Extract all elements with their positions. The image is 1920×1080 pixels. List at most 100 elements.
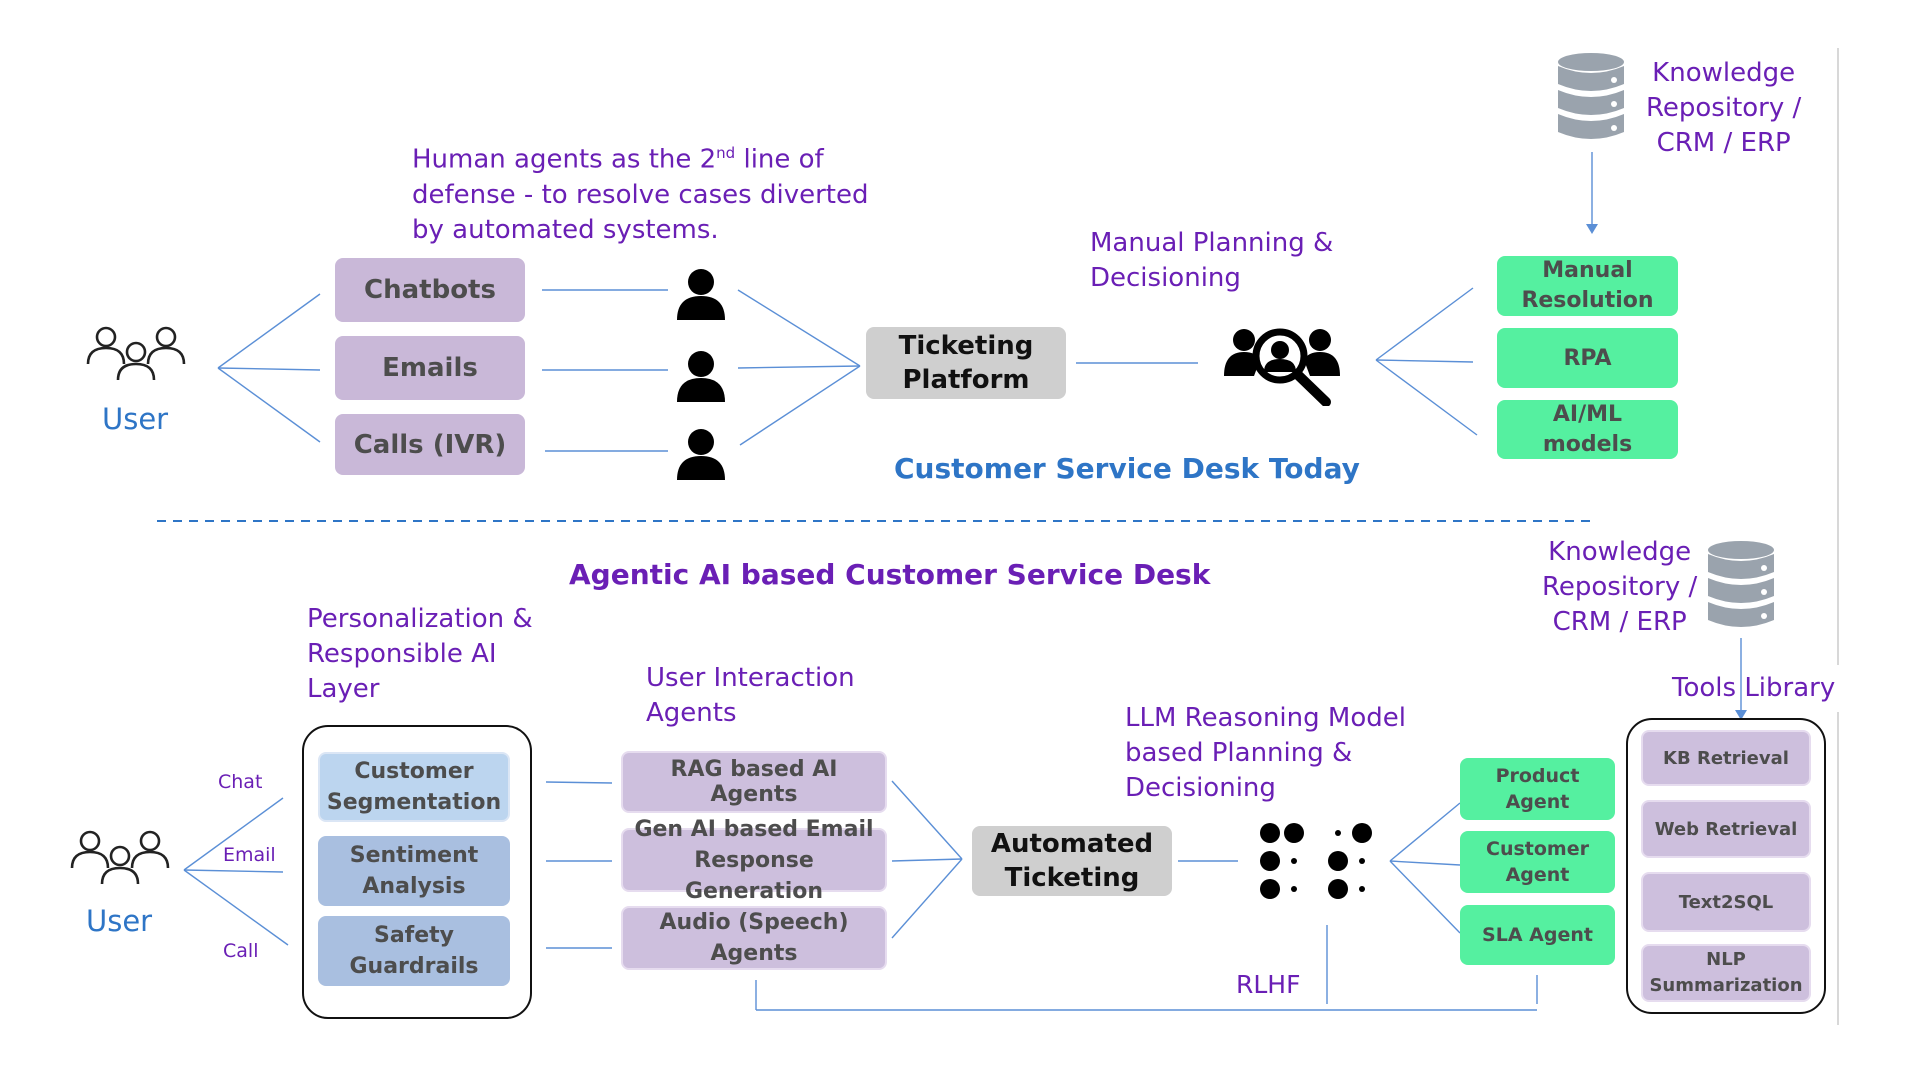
layer-item-label: Sentiment xyxy=(349,843,479,868)
layer-item-label: Guardrails xyxy=(349,954,479,979)
tool-label: NLP xyxy=(1706,949,1746,970)
channel-label: Chatbots xyxy=(364,275,496,305)
note-text: based Planning & xyxy=(1125,738,1353,768)
layer-item-label: Analysis xyxy=(362,874,466,899)
knowledge-text: Knowledge xyxy=(1548,537,1692,567)
agent-label: Agent xyxy=(1505,791,1570,813)
ticketing-label: Automated xyxy=(990,829,1154,859)
knowledge-text: CRM / ERP xyxy=(1656,128,1791,158)
people-search-icon xyxy=(1224,328,1340,406)
ticketing-label: Platform xyxy=(902,365,1030,395)
kb-retrieval-box: KB Retrieval xyxy=(1641,730,1811,786)
person-icon xyxy=(677,269,725,320)
note-text: by automated systems. xyxy=(412,214,719,245)
resolution-label: Resolution xyxy=(1521,288,1654,313)
email-channel-label: Email xyxy=(223,844,276,866)
note-text: User Interaction xyxy=(646,663,855,693)
note-superscript: nd xyxy=(716,144,736,162)
agent-label: SLA Agent xyxy=(1482,924,1593,946)
knowledge-text: Knowledge xyxy=(1652,58,1796,88)
channel-label: Calls (IVR) xyxy=(353,429,507,460)
note-text: Human agents as the 2 xyxy=(412,144,717,175)
channel-chatbots: Chatbots xyxy=(335,258,525,322)
call-channel-label: Call xyxy=(223,940,259,962)
rlhf-label: RLHF xyxy=(1236,970,1301,999)
rpa-box: RPA xyxy=(1497,328,1678,388)
ticketing-label: Ticketing xyxy=(1004,863,1140,893)
user-label: User xyxy=(86,904,153,938)
knowledge-text: Repository / xyxy=(1646,93,1802,123)
speech-agents-box: Audio (Speech) Agents xyxy=(621,906,887,970)
chat-channel-label: Chat xyxy=(218,771,263,793)
sla-agent-box: SLA Agent xyxy=(1460,905,1615,965)
note-text: Decisioning xyxy=(1125,773,1276,803)
note-text: defense - to resolve cases diverted xyxy=(412,179,869,210)
agent-label: RAG based AI Agents xyxy=(670,757,838,807)
knowledge-text: CRM / ERP xyxy=(1552,607,1687,637)
text2sql-box: Text2SQL xyxy=(1641,872,1811,932)
tools-library-title: Tools Library xyxy=(1672,673,1836,703)
rag-agents-box: RAG based AI Agents xyxy=(621,751,887,813)
user-group-icon xyxy=(86,326,186,381)
tool-label: KB Retrieval xyxy=(1663,747,1789,769)
note-text: line of xyxy=(735,144,824,175)
note-text: Agents xyxy=(646,698,737,728)
responsible-ai-layer-frame xyxy=(302,725,532,1019)
layer-item-label: Customer xyxy=(354,759,474,784)
person-icon xyxy=(677,429,725,480)
agent-label: Gen AI based Email xyxy=(634,816,874,842)
layer-item-label: Segmentation xyxy=(326,790,502,815)
tool-label: Web Retrieval xyxy=(1654,818,1798,840)
tools-library-frame xyxy=(1626,718,1826,1014)
note-text: Manual Planning & xyxy=(1090,228,1334,258)
layer-item-label: Safety xyxy=(373,923,455,948)
channel-emails: Emails xyxy=(335,336,525,400)
agent-label: Product xyxy=(1495,765,1580,787)
agent-label: Response Generation xyxy=(684,847,824,904)
note-text: Layer xyxy=(307,674,380,704)
person-icon xyxy=(677,351,725,402)
human-agents-note: Human agents as the 2nd line of defense … xyxy=(412,136,872,248)
agent-label: Agents xyxy=(710,941,798,966)
agent-label: Agent xyxy=(1505,864,1570,886)
knowledge-text: Repository / xyxy=(1542,572,1698,602)
agent-label: Customer xyxy=(1486,838,1589,860)
neural-network-icon xyxy=(1260,823,1372,899)
section-title-today: Customer Service Desk Today xyxy=(894,452,1360,485)
ticketing-label: Ticketing xyxy=(898,331,1034,361)
channel-calls: Calls (IVR) xyxy=(335,414,525,475)
resolution-label: Manual xyxy=(1542,258,1633,283)
note-text: Responsible AI xyxy=(307,639,497,669)
tool-label: Text2SQL xyxy=(1678,891,1774,913)
web-retrieval-box: Web Retrieval xyxy=(1641,800,1811,858)
note-text: Decisioning xyxy=(1090,263,1241,293)
database-icon xyxy=(1708,541,1774,627)
user-group-icon xyxy=(70,830,170,885)
channel-label: Emails xyxy=(382,353,478,383)
user-label: User xyxy=(102,402,169,436)
aiml-models-box: AI/ML models xyxy=(1497,400,1678,459)
database-icon xyxy=(1558,53,1624,139)
resolution-label: AI/ML xyxy=(1552,401,1623,427)
agent-label: Audio (Speech) xyxy=(659,910,849,935)
section-title-agentic: Agentic AI based Customer Service Desk xyxy=(569,558,1211,591)
resolution-label: RPA xyxy=(1563,345,1612,371)
resolution-label: models xyxy=(1542,431,1633,457)
